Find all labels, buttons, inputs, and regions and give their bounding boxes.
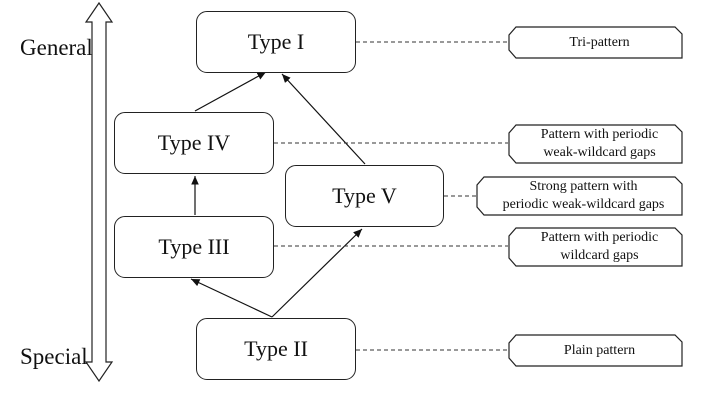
type-node-type1: Type I xyxy=(196,11,356,73)
description-text: Plain pattern xyxy=(556,342,635,360)
type-node-type5: Type V xyxy=(285,165,444,227)
type-node-label: Type I xyxy=(247,29,305,54)
description-line: Strong pattern with xyxy=(529,179,638,194)
description-text: Strong pattern with periodic weak-wildcar… xyxy=(495,178,665,214)
description-box-type3: Pattern with periodic wildcard gaps xyxy=(508,227,683,267)
axis-label-special: Special xyxy=(20,344,88,369)
axis-label-general: General xyxy=(20,35,93,60)
type-node-label: Type IV xyxy=(157,130,231,155)
edge-type4-to-type1 xyxy=(194,71,267,112)
type-node-type2: Type II xyxy=(196,318,356,380)
description-line: periodic weak-wildcard gaps xyxy=(502,197,665,212)
generality-axis-arrow xyxy=(84,1,114,383)
description-line: Pattern with periodic xyxy=(540,127,659,142)
description-line: Pattern with periodic xyxy=(540,230,659,245)
type-node-label: Type V xyxy=(332,183,397,208)
description-box-type4: Pattern with periodic weak-wildcard gaps xyxy=(508,124,683,164)
description-line: weak-wildcard gaps xyxy=(543,145,656,160)
edge-type2-to-type5 xyxy=(271,228,363,318)
description-box-type2: Plain pattern xyxy=(508,334,683,367)
type-node-label: Type III xyxy=(158,234,230,259)
description-box-type1: Tri-pattern xyxy=(508,26,683,59)
description-box-type5: Strong pattern with periodic weak-wildcar… xyxy=(476,176,683,216)
description-text: Pattern with periodic weak-wildcard gaps xyxy=(533,126,658,162)
description-text: Pattern with periodic wildcard gaps xyxy=(533,229,658,265)
description-line: Plain pattern xyxy=(563,342,636,358)
type-node-type4: Type IV xyxy=(114,112,274,174)
description-line: wildcard gaps xyxy=(560,248,639,263)
description-text: Tri-pattern xyxy=(561,34,629,52)
description-line: Tri-pattern xyxy=(569,34,630,50)
edge-type2-to-type3 xyxy=(190,278,273,318)
type-node-type3: Type III xyxy=(114,216,274,278)
type-node-label: Type II xyxy=(244,336,308,361)
edge-type5-to-type1 xyxy=(281,73,366,165)
